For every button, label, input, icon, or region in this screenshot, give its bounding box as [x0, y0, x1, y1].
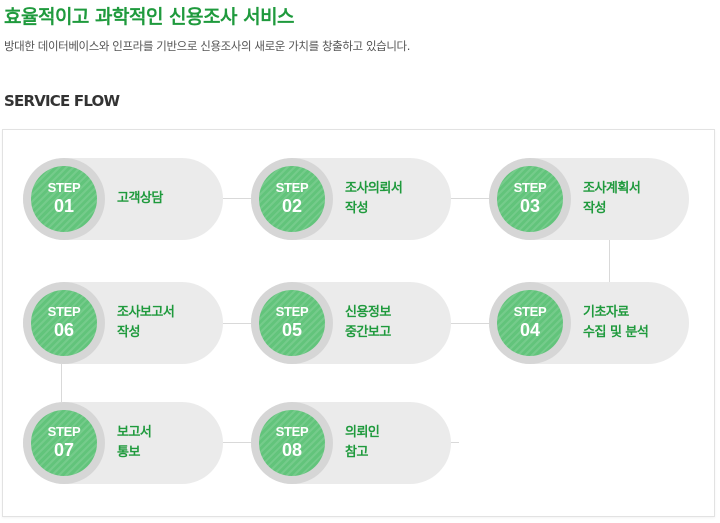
step-04: STEP 04 기초자료 수집 및 분석 [489, 282, 689, 364]
step-label-line1: 의뢰인 [345, 425, 380, 440]
page-subtitle: 방대한 데이터베이스와 인프라를 기반으로 신용조사의 새로운 가치를 창출하고… [4, 39, 410, 53]
step-number: 02 [281, 196, 303, 216]
step-badge-ring: STEP 07 [23, 402, 105, 484]
step-label: 고객상담 [117, 158, 217, 240]
connector-07-08 [223, 442, 253, 443]
step-label: 의뢰인 참고 [345, 402, 445, 484]
step-label: 조사의뢰서 작성 [345, 158, 445, 240]
step-word: STEP [47, 424, 81, 439]
step-badge-ring: STEP 02 [251, 158, 333, 240]
step-badge-ring: STEP 01 [23, 158, 105, 240]
step-word: STEP [275, 304, 309, 319]
step-label: 보고서 통보 [117, 402, 217, 484]
step-label-line2: 작성 [117, 325, 140, 340]
step-badge-ring: STEP 08 [251, 402, 333, 484]
step-07: STEP 07 보고서 통보 [23, 402, 223, 484]
connector-05-06 [223, 323, 253, 324]
step-label-line2: 참고 [345, 445, 368, 460]
connector-02-03 [451, 198, 491, 199]
step-number: 07 [53, 440, 75, 460]
step-label-line2: 작성 [345, 201, 368, 216]
step-label-line1: 신용정보 [345, 305, 391, 320]
step-label-line1: 보고서 [117, 425, 152, 440]
step-word: STEP [275, 424, 309, 439]
step-number: 03 [519, 196, 541, 216]
step-badge: STEP 06 [31, 290, 97, 356]
step-word: STEP [513, 180, 547, 195]
connector-06-07 [61, 364, 62, 402]
step-word: STEP [513, 304, 547, 319]
step-badge: STEP 02 [259, 166, 325, 232]
step-01: STEP 01 고객상담 [23, 158, 223, 240]
step-badge: STEP 08 [259, 410, 325, 476]
step-number: 08 [281, 440, 303, 460]
step-badge: STEP 03 [497, 166, 563, 232]
service-flow-panel: STEP 01 고객상담 STEP 02 조사의뢰서 작성 STEP 03 [2, 129, 715, 517]
step-word: STEP [47, 180, 81, 195]
step-badge-ring: STEP 06 [23, 282, 105, 364]
step-badge: STEP 07 [31, 410, 97, 476]
step-02: STEP 02 조사의뢰서 작성 [251, 158, 451, 240]
step-label-line2: 통보 [117, 445, 140, 460]
step-label: 조사계획서 작성 [583, 158, 683, 240]
step-08: STEP 08 의뢰인 참고 [251, 402, 451, 484]
section-title: SERVICE FLOW [4, 92, 120, 110]
step-05: STEP 05 신용정보 중간보고 [251, 282, 451, 364]
step-label-line1: 고객상담 [117, 191, 163, 206]
step-badge: STEP 05 [259, 290, 325, 356]
step-number: 04 [519, 320, 541, 340]
connector-03-04 [609, 239, 610, 282]
step-label-line2: 중간보고 [345, 325, 391, 340]
step-label-line2: 작성 [583, 201, 606, 216]
step-label-line1: 조사의뢰서 [345, 181, 403, 196]
step-badge: STEP 01 [31, 166, 97, 232]
step-badge-ring: STEP 05 [251, 282, 333, 364]
step-label: 신용정보 중간보고 [345, 282, 445, 364]
step-number: 06 [53, 320, 75, 340]
step-label-line1: 기초자료 [583, 305, 629, 320]
step-word: STEP [275, 180, 309, 195]
step-label-line2: 수집 및 분석 [583, 325, 649, 340]
step-badge-ring: STEP 04 [489, 282, 571, 364]
step-label: 기초자료 수집 및 분석 [583, 282, 683, 364]
step-number: 05 [281, 320, 303, 340]
step-label-line1: 조사계획서 [583, 181, 641, 196]
step-label-line1: 조사보고서 [117, 305, 175, 320]
page-title: 효율적이고 과학적인 신용조사 서비스 [4, 6, 295, 28]
step-03: STEP 03 조사계획서 작성 [489, 158, 689, 240]
step-label: 조사보고서 작성 [117, 282, 217, 364]
step-number: 01 [53, 196, 75, 216]
step-badge-ring: STEP 03 [489, 158, 571, 240]
step-badge: STEP 04 [497, 290, 563, 356]
connector-04-05 [451, 323, 491, 324]
connector-08-end [451, 442, 459, 443]
step-word: STEP [47, 304, 81, 319]
step-06: STEP 06 조사보고서 작성 [23, 282, 223, 364]
connector-01-02 [223, 198, 253, 199]
